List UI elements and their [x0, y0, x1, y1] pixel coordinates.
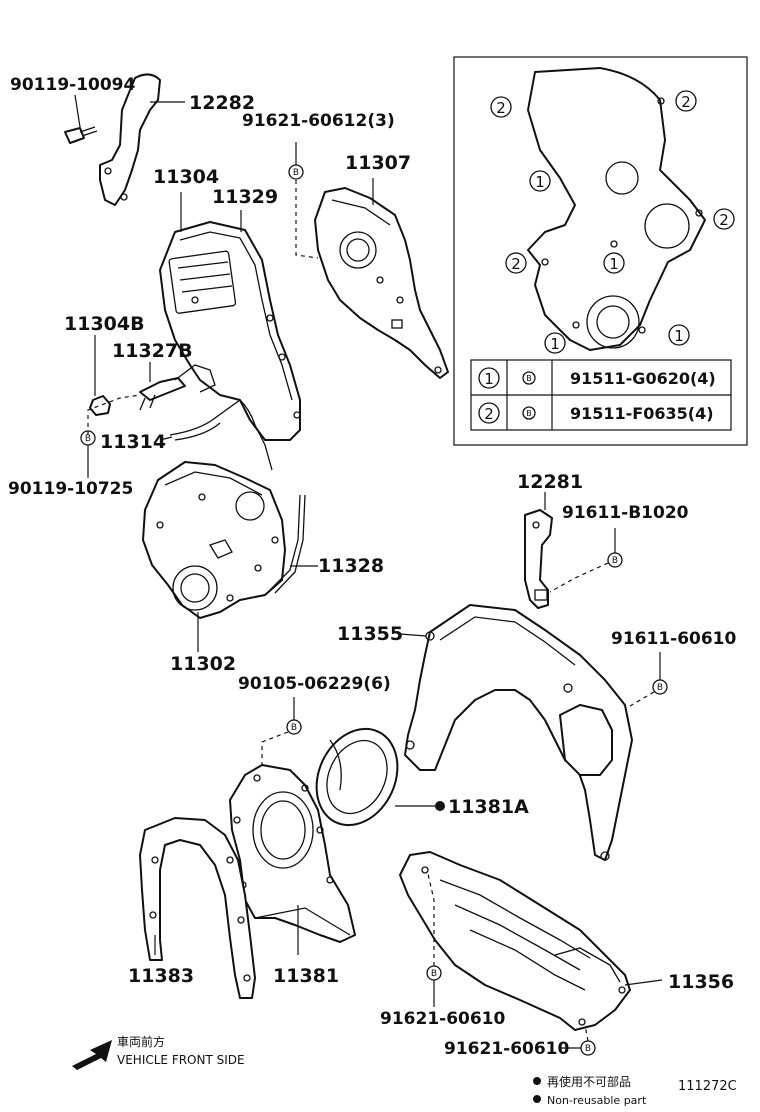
- plug-11304B: [89, 335, 111, 416]
- direction-label-jp: 車両前方: [117, 1034, 165, 1049]
- gasket-11383: [139, 817, 256, 999]
- svg-text:2: 2: [484, 405, 494, 423]
- bolt-marker-91621-60612: B: [288, 142, 319, 259]
- label-12281: 12281: [517, 471, 583, 493]
- bolt-marker-91621-60610-a: B: [426, 873, 442, 1007]
- inset-box: [453, 56, 748, 446]
- label-12282: 12282: [189, 92, 255, 114]
- retainer-11381: [229, 764, 356, 955]
- label-11328: 11328: [318, 555, 384, 577]
- svg-text:B: B: [657, 683, 663, 693]
- label-11304: 11304: [153, 166, 219, 188]
- label-11302: 11302: [170, 653, 236, 675]
- inset-marker-1: 1 1 1 1: [529, 170, 690, 354]
- inset-table-part-2: 91511-F0635(4): [570, 404, 714, 423]
- bolt-90119-10094: [64, 94, 98, 144]
- label-11314: 11314: [100, 431, 166, 453]
- bolt-marker-91621-60610-b: B: [560, 1024, 596, 1056]
- plate-11307: [314, 178, 449, 379]
- svg-text:B: B: [585, 1044, 591, 1054]
- svg-text:B: B: [526, 374, 532, 383]
- svg-text:B: B: [526, 409, 532, 418]
- legend: 再使用不可部品 Non-reusable part: [533, 1074, 647, 1107]
- vehicle-front-arrow: [72, 1040, 112, 1070]
- svg-text:1: 1: [609, 255, 619, 273]
- bolt-marker-90119-10725: B: [80, 394, 141, 478]
- label-91621-60610-a: 91621-60610: [380, 1009, 506, 1029]
- label-91621-60610-b: 91621-60610: [444, 1039, 570, 1059]
- label-11304B: 11304B: [64, 313, 145, 335]
- inset-marker-2: 2 2 2 2: [490, 90, 735, 274]
- diagram-id: 111272C: [678, 1079, 737, 1094]
- legend-jp: 再使用不可部品: [547, 1074, 631, 1089]
- bracket-12282: [99, 73, 185, 206]
- inset-table-part-1: 91511-G0620(4): [570, 369, 716, 388]
- label-11307: 11307: [345, 152, 411, 174]
- svg-text:B: B: [293, 168, 299, 178]
- cover-11302: [142, 461, 286, 652]
- svg-text:1: 1: [674, 327, 684, 345]
- label-11383: 11383: [128, 965, 194, 987]
- gasket-11328: [269, 494, 318, 594]
- svg-text:B: B: [291, 723, 297, 733]
- label-90119-10725: 90119-10725: [8, 479, 133, 499]
- svg-text:2: 2: [681, 93, 691, 111]
- seal-11381A: [315, 727, 445, 827]
- svg-text:2: 2: [719, 211, 729, 229]
- bolt-marker-91611-B1020: B: [549, 528, 623, 593]
- svg-text:B: B: [612, 556, 618, 566]
- cover-11304: [159, 192, 301, 441]
- label-11329: 11329: [212, 186, 278, 208]
- bracket-12281: [524, 492, 553, 609]
- svg-text:B: B: [431, 969, 437, 979]
- bolt-marker-90105-06229: B: [261, 697, 302, 768]
- label-11327B: 11327B: [112, 340, 193, 362]
- legend-en: Non-reusable part: [547, 1094, 647, 1107]
- label-11381: 11381: [273, 965, 339, 987]
- svg-text:1: 1: [484, 370, 494, 388]
- label-91611-B1020: 91611-B1020: [562, 503, 689, 523]
- clip-11327B: [139, 362, 216, 411]
- inset-table: 1 B 91511-G0620(4) 2 B 91511-F0635(4): [470, 359, 732, 431]
- label-90119-10094: 90119-10094: [10, 75, 136, 95]
- svg-text:1: 1: [535, 173, 545, 191]
- svg-text:B: B: [85, 434, 91, 444]
- label-91611-60610: 91611-60610: [611, 629, 737, 649]
- svg-text:1: 1: [550, 335, 560, 353]
- label-11356: 11356: [668, 971, 734, 993]
- bolt-marker-91611-60610: B: [629, 652, 668, 707]
- label-90105-06229: 90105-06229(6): [238, 674, 391, 694]
- gasket-11314: [159, 399, 273, 471]
- svg-text:2: 2: [511, 255, 521, 273]
- label-11355: 11355: [337, 623, 403, 645]
- direction-label-en: VEHICLE FRONT SIDE: [117, 1053, 245, 1067]
- label-11381A: 11381A: [448, 796, 529, 818]
- guard-11356: [399, 851, 663, 1031]
- plate-11355: [399, 604, 633, 861]
- svg-text:2: 2: [496, 99, 506, 117]
- label-91621-60612: 91621-60612(3): [242, 111, 395, 131]
